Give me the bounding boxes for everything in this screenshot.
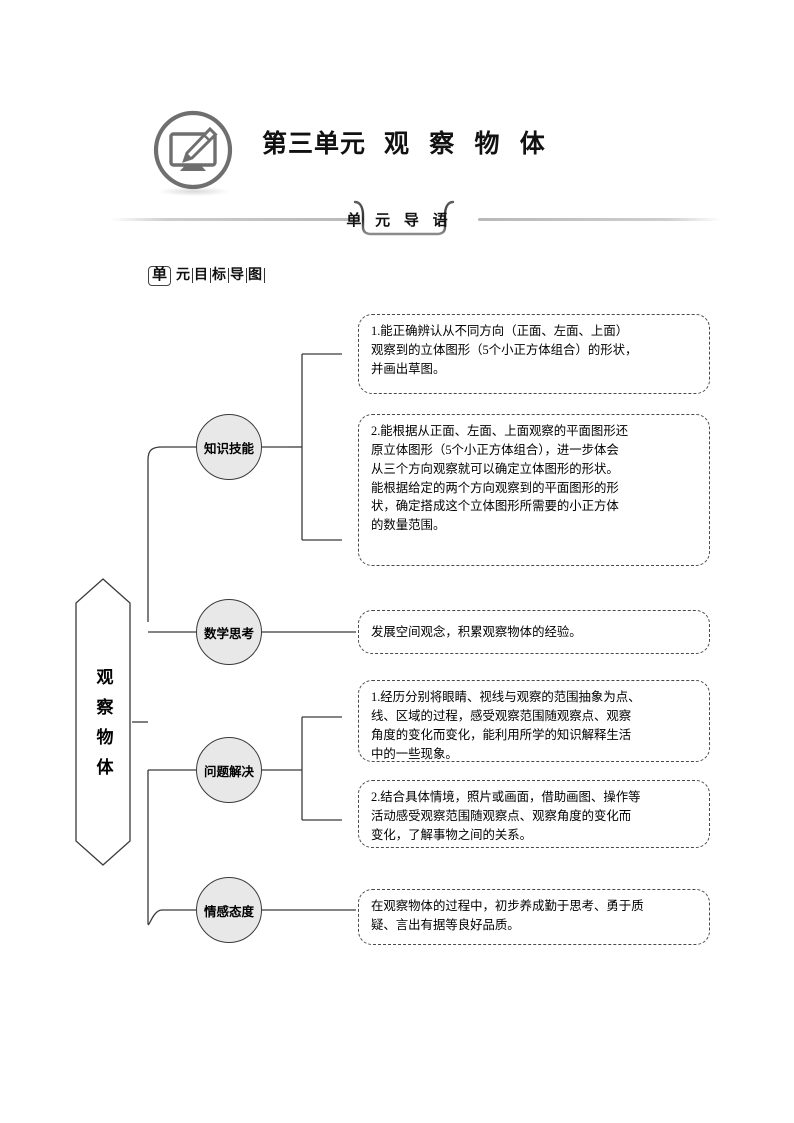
goal-line: 的数量范围。 bbox=[371, 518, 446, 533]
goal-line: 在观察物体的过程中，初步养成勤于思考、勇于质 bbox=[371, 899, 644, 913]
goal-tag-boxed-char: 单 bbox=[148, 266, 172, 286]
unit-goal-mindmap: 观察物体 知识技能 数学思考 问题解决 情感态度 1.能正确辨认从不同方向（正面… bbox=[0, 292, 794, 992]
goal-box-knowledge-1: 1.能正确辨认从不同方向（正面、左面、上面） 观察到的立体图形（5个小正方体组合… bbox=[358, 314, 710, 394]
goal-line: 线、区域的过程，感受观察范围随观察点、观察 bbox=[371, 708, 632, 723]
goal-tag-char-0: 元 bbox=[175, 268, 194, 284]
unit-label: 第三单元 bbox=[262, 131, 367, 158]
goal-line: 疑、言出有据等良好品质。 bbox=[371, 917, 520, 932]
unit-topic: 观 察 物 体 bbox=[384, 131, 552, 158]
node-label: 数学思考 bbox=[203, 626, 254, 641]
mindmap-node-problem-solving[interactable]: 问题解决 bbox=[196, 737, 262, 803]
goal-line: 2.结合具体情境，照片或画面，借助画图、操作等 bbox=[371, 790, 641, 804]
goal-line: 2.能根据从正面、左面、上面观察的平面图形还 bbox=[371, 424, 629, 438]
banner-rule-right bbox=[478, 218, 722, 221]
mindmap-node-emotional-attitude[interactable]: 情感态度 bbox=[196, 877, 262, 943]
goal-line: 原立体图形（5个小正方体组合），进一步体会 bbox=[371, 442, 619, 457]
goal-line: 发展空间观念，积累观察物体的经验。 bbox=[371, 624, 582, 639]
goal-box-math-thinking: 发展空间观念，积累观察物体的经验。 bbox=[358, 610, 710, 654]
node-label: 问题解决 bbox=[203, 764, 254, 779]
goal-box-knowledge-2: 2.能根据从正面、左面、上面观察的平面图形还 原立体图形（5个小正方体组合），进… bbox=[358, 414, 710, 566]
goal-line: 角度的变化而变化，能利用所学的知识解释生活 bbox=[371, 727, 632, 742]
monitor-pencil-icon bbox=[152, 110, 236, 196]
mindmap-connectors bbox=[132, 353, 356, 926]
page-header: 第三单元观 察 物 体 bbox=[0, 0, 794, 200]
goal-tag-char-4: 图 bbox=[247, 268, 266, 284]
goal-box-emotional: 在观察物体的过程中，初步养成勤于思考、勇于质 疑、言出有据等良好品质。 bbox=[358, 889, 710, 945]
goal-line: 状，确定搭成这个立体图形所需要的小正方体 bbox=[371, 499, 619, 514]
goal-line: 1.经历分别将眼睛、视线与观察的范围抽象为点、 bbox=[371, 690, 641, 704]
goal-line: 中的一些现象。 bbox=[371, 746, 458, 761]
goal-tag-char-1: 目 bbox=[193, 268, 212, 284]
mindmap-node-math-thinking[interactable]: 数学思考 bbox=[196, 599, 262, 665]
banner-rule-left bbox=[110, 218, 360, 221]
icon-shadow bbox=[158, 187, 230, 196]
mindmap-node-knowledge-skill[interactable]: 知识技能 bbox=[196, 414, 262, 480]
goal-map-tag: 单 元目标导图 bbox=[148, 266, 266, 286]
goal-line: 1.能正确辨认从不同方向（正面、左面、上面） bbox=[371, 324, 629, 338]
goal-box-problem-1: 1.经历分别将眼睛、视线与观察的范围抽象为点、 线、区域的过程，感受观察范围随观… bbox=[358, 680, 710, 762]
page-title: 第三单元观 察 物 体 bbox=[262, 124, 552, 160]
goal-box-problem-2: 2.结合具体情境，照片或画面，借助画图、操作等 活动感受观察范围随观察点、观察角… bbox=[358, 780, 710, 848]
node-label: 知识技能 bbox=[203, 441, 254, 456]
goal-line: 活动感受观察范围随观察点、观察角度的变化而 bbox=[371, 808, 632, 823]
mindmap-root-shape bbox=[74, 577, 132, 867]
goal-line: 能根据给定的两个方向观察到的平面图形的形 bbox=[371, 480, 619, 495]
goal-line: 观察到的立体图形（5个小正方体组合）的形状， bbox=[371, 342, 638, 357]
node-label: 情感态度 bbox=[203, 904, 254, 919]
goal-line: 从三个方向观察就可以确定立体图形的形状。 bbox=[371, 461, 619, 476]
section-banner-title: 单 元 导 语 bbox=[346, 213, 453, 229]
goal-line: 变化，了解事物之间的关系。 bbox=[371, 827, 533, 842]
banner-ribbon-shape bbox=[349, 200, 459, 238]
goal-line: 并画出草图。 bbox=[371, 361, 446, 376]
section-banner bbox=[0, 198, 794, 242]
mindmap-root-label: 观察物体 bbox=[93, 668, 113, 788]
goal-tag-char-3: 导 bbox=[229, 268, 248, 284]
goal-tag-char-2: 标 bbox=[211, 268, 230, 284]
goal-tag-rest: 元目标导图 bbox=[175, 268, 266, 284]
